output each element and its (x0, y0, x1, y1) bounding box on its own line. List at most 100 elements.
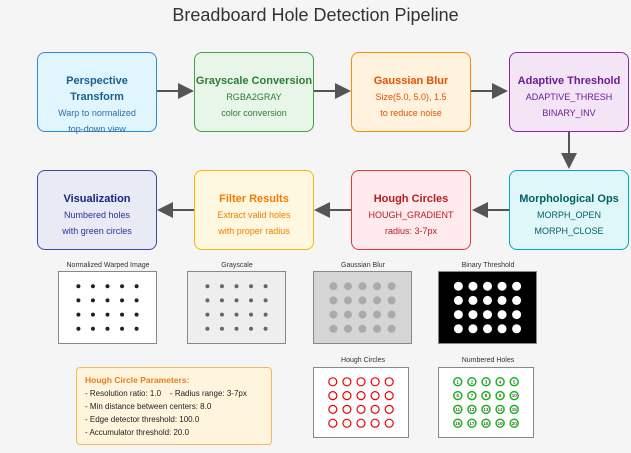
step-filter-results: Filter Results Extract valid holes with … (194, 170, 314, 250)
binary-dot (483, 324, 492, 334)
binary-dot (497, 281, 507, 291)
hole-number: 19 (498, 421, 504, 426)
step-line1: Extract valid holes (217, 210, 291, 220)
hole-dot (76, 284, 81, 289)
hole-dot (105, 298, 110, 303)
params-title: Hough Circle Parameters: (85, 375, 190, 385)
hole-dot (219, 298, 224, 303)
blurred-dot (329, 296, 338, 305)
step-title: Morphological Ops (519, 193, 619, 205)
hole-dot (105, 312, 110, 317)
step-line2: to reduce noise (380, 108, 442, 118)
blurred-dot (387, 282, 396, 291)
blurred-dot (343, 324, 352, 333)
hole-number: 8 (485, 393, 488, 398)
hole-dot (249, 312, 254, 317)
binary-dot (512, 310, 522, 320)
binary-dot (497, 310, 507, 320)
step-line1: Size(5.0, 5.0), 1.5 (375, 92, 447, 102)
hole-number: 18 (483, 421, 489, 426)
blurred-dot (343, 296, 352, 305)
detected-circle (356, 404, 366, 415)
hole-number: 17 (469, 421, 475, 426)
blurred-dot (387, 324, 396, 333)
hole-dot (120, 326, 125, 331)
hole-dot (249, 284, 254, 289)
detected-circle (342, 377, 352, 387)
step-title: Hough Circles (373, 193, 449, 205)
detected-circle (370, 404, 380, 415)
binary-dot (497, 295, 507, 305)
blurred-dot (329, 310, 338, 319)
diagram-title: Breadboard Hole Detection Pipeline (172, 5, 459, 25)
hole-dot (234, 326, 239, 331)
hole-number: 2 (471, 379, 474, 384)
numbered-hole (509, 418, 519, 428)
step-title: Gaussian Blur (373, 75, 449, 87)
detected-circle (384, 391, 394, 401)
hole-dot (219, 284, 224, 289)
binary-dot (483, 281, 492, 291)
hole-number: 20 (512, 421, 518, 426)
binary-dot (512, 281, 522, 291)
blurred-dot (358, 324, 367, 333)
detected-circle (370, 377, 380, 387)
blurred-dot (358, 282, 367, 291)
step-line2: color conversion (221, 108, 287, 118)
binary-dot (453, 295, 463, 305)
step-line1: RGBA2GRAY (226, 92, 282, 102)
numbered-hole (509, 390, 519, 401)
hole-dot (76, 298, 81, 303)
hole-number: 7 (471, 393, 474, 398)
hole-number: 1 (457, 379, 460, 384)
hole-number: 16 (455, 421, 461, 426)
hole-dot (90, 326, 95, 331)
hole-number: 10 (512, 393, 518, 398)
detected-circle (328, 418, 338, 428)
step-line2: with green circles (62, 226, 132, 236)
hole-dot (234, 312, 239, 317)
hole-dot (234, 284, 239, 289)
hole-dot (105, 284, 110, 289)
detected-circle (328, 377, 338, 387)
params-line: - Min distance between centers: 8.0 (85, 402, 212, 411)
params-line: - Resolution ratio: 1.0 - Radius range: … (85, 389, 247, 398)
numbered-hole (467, 404, 477, 415)
numbered-hole (453, 418, 463, 428)
step-title: Filter Results (219, 193, 289, 205)
detected-circle (370, 418, 380, 428)
blurred-dot (373, 296, 382, 305)
detected-circle (356, 377, 366, 387)
binary-dot (497, 324, 507, 334)
hole-dot (134, 312, 139, 317)
step-adaptive-threshold: Adaptive Threshold ADAPTIVE_THRESH BINAR… (509, 52, 629, 132)
binary-dot (512, 295, 522, 305)
hole-dot (134, 284, 139, 289)
hole-dot (120, 284, 125, 289)
numbered-hole (453, 390, 463, 401)
thumb-grayscale (187, 271, 286, 344)
binary-dot (483, 295, 492, 305)
detected-circle (384, 418, 394, 428)
thumb-warped (58, 271, 157, 344)
binary-dot (468, 295, 478, 305)
params-line: - Accumulator threshold: 20.0 (85, 428, 190, 437)
blurred-dot (343, 282, 352, 291)
hole-dot (263, 326, 268, 331)
numbered-hole (509, 404, 519, 415)
step-morphological-ops: Morphological Ops MORPH_OPEN MORPH_CLOSE (509, 170, 629, 250)
detected-circle (384, 404, 394, 415)
thumb-label-grayscale: Grayscale (221, 262, 253, 269)
numbered-hole (495, 390, 505, 401)
step-gaussian-blur: Gaussian Blur Size(5.0, 5.0), 1.5 to red… (351, 52, 471, 132)
hole-number: 15 (512, 407, 518, 412)
binary-dot (468, 324, 478, 334)
hole-number: 9 (499, 393, 502, 398)
hole-dot (249, 298, 254, 303)
binary-dot (453, 281, 463, 291)
step-hough-circles: Hough Circles HOUGH_GRADIENT radius: 3-7… (351, 170, 471, 250)
detected-circle (356, 418, 366, 428)
step-title: Grayscale Conversion (195, 75, 313, 87)
hole-dot (76, 312, 81, 317)
